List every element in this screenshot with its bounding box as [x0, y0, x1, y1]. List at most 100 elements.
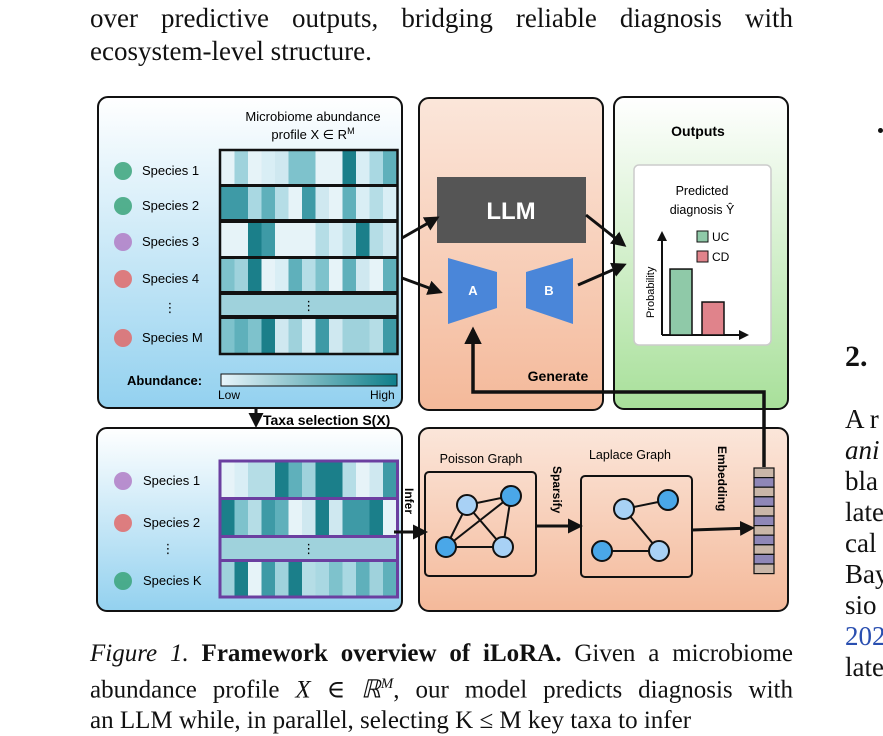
intro-paragraph: over predictive outputs, bridging reliab… [90, 2, 793, 68]
heatmap-cell [369, 223, 383, 256]
heatmap-cell [369, 319, 383, 353]
heatmap-cell [221, 259, 235, 291]
heatmap-cell [369, 151, 383, 184]
abundance-label: Abundance: [127, 373, 202, 388]
predicted-line-1: Predicted [676, 184, 729, 198]
heatmap-cell [315, 151, 329, 184]
heatmap-cell [329, 151, 343, 184]
heatmap-cell [329, 259, 343, 291]
heatmap-cell [342, 223, 356, 256]
feedback-arrow [464, 326, 766, 467]
heatmap-cell [275, 259, 289, 291]
legend-uc-label: UC [712, 230, 730, 244]
heatmap-cell [275, 187, 289, 219]
caption-line-2: abundance profile X ∈ ℝM, our model pred… [90, 676, 793, 704]
lora-a-label: A [468, 283, 478, 298]
heatmap-cell [275, 562, 289, 596]
laplace-graph [591, 489, 679, 562]
llm-box [437, 177, 586, 243]
heatmap-cell [383, 562, 397, 596]
microbe-icon [114, 472, 132, 490]
abundance-title-2: profile X ∈ RM [271, 126, 354, 142]
heatmap-cell [275, 223, 289, 256]
heatmap-cell [369, 462, 383, 497]
heatmap-bottom: ⋮ [218, 459, 399, 599]
arrow-llm-to-output [585, 213, 627, 247]
heatmap-cell [261, 562, 275, 596]
heatmap-cell [288, 259, 302, 291]
right-column-line: bla [845, 466, 878, 496]
heatmap-cell [356, 462, 370, 497]
heatmap-cell [356, 319, 370, 353]
heatmap-cell [356, 187, 370, 219]
heatmap-cell [261, 259, 275, 291]
poisson-graph [435, 485, 522, 558]
heatmap-cell [248, 562, 262, 596]
heatmap-cell [261, 151, 275, 184]
heatmap-cell [221, 151, 235, 184]
stray-dot [878, 128, 883, 133]
heatmap-cell [315, 259, 329, 291]
intro-line-2: ecosystem-level structure. [90, 36, 372, 66]
heatmap-cell [369, 562, 383, 596]
abundance-title-1: Microbiome abundance [245, 109, 380, 124]
microbe-icon [114, 233, 132, 251]
heatmap-cell [302, 462, 316, 497]
heatmap-cell [329, 319, 343, 353]
heatmap-cell [383, 151, 397, 184]
heatmap-cell [248, 259, 262, 291]
embedding-cell [753, 477, 775, 488]
embedding-arrow [691, 520, 755, 536]
lora-a-shape [448, 258, 497, 324]
heatmap-cell [383, 319, 397, 353]
abundance-low: Low [218, 388, 240, 402]
species-label: Species 2 [143, 515, 200, 530]
heatmap-cell [302, 259, 316, 291]
sparsify-label: Sparsify [550, 466, 564, 514]
heatmap-cell [369, 500, 383, 535]
right-column-line: ani [845, 435, 880, 465]
generate-label: Generate [528, 368, 589, 384]
heatmap-cell [275, 500, 289, 535]
heatmap-cell [248, 187, 262, 219]
heatmap-top: ⋮ [218, 148, 399, 356]
poisson-graph-label: Poisson Graph [440, 452, 523, 466]
caption-line-1: Figure 1. Framework overview of iLoRA. G… [90, 638, 793, 669]
prediction-bars [669, 268, 725, 336]
heatmap-cell [342, 562, 356, 596]
embedding-vector [753, 467, 775, 575]
embedding-cell [753, 524, 775, 536]
heatmap-cell [261, 500, 275, 535]
abundance-colorbar [220, 373, 398, 387]
laplace-graph-label: Laplace Graph [589, 448, 671, 462]
right-column-line: A r [845, 404, 879, 434]
abundance-high: High [370, 388, 395, 402]
heatmap-cell [383, 187, 397, 219]
right-column-line: Bay [845, 559, 883, 589]
legend-cd-swatch [696, 250, 709, 263]
figure-1: Microbiome abundance profile X ∈ RM ⋮ Sp… [96, 96, 789, 612]
species-label: Species 4 [142, 271, 199, 286]
right-column-line: sio [845, 590, 877, 620]
microbe-icon [114, 572, 132, 590]
right-column-line: late [845, 652, 883, 682]
poisson-node [456, 494, 478, 516]
heatmap-cell [302, 500, 316, 535]
outputs-title: Outputs [671, 123, 725, 139]
heatmap-cell [356, 562, 370, 596]
heatmap-cell [302, 151, 316, 184]
llm-label: LLM [486, 198, 535, 225]
probability-label: Probability [645, 266, 657, 318]
heatmap-cell [288, 462, 302, 497]
heatmap-cell [356, 500, 370, 535]
heatmap-cell [261, 319, 275, 353]
laplace-node [648, 540, 670, 562]
prediction-bar-uc [669, 268, 693, 336]
heatmap-cell [248, 151, 262, 184]
heatmap-cell [234, 223, 248, 256]
embedding-label: Embedding [715, 446, 729, 511]
heatmap-cell [356, 151, 370, 184]
lora-b-shape [526, 258, 573, 324]
heatmap-cell [302, 223, 316, 256]
